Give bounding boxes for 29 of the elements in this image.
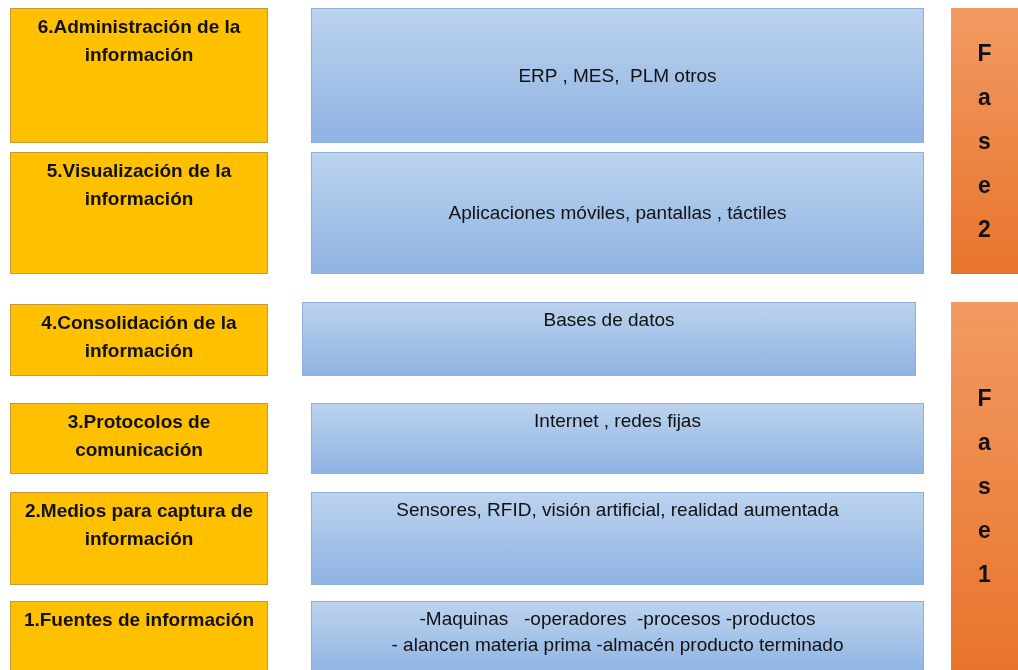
technology-box [302,302,916,376]
level-box [10,8,268,143]
technology-text: ERP , MES, PLM otros [518,63,717,88]
level-title: 3.Protocolos de comunicación [66,410,212,462]
level-title: 6.Administración de la información [36,15,242,67]
phase-label: Fase 1 [976,384,993,589]
level-box [10,492,268,585]
technology-box [311,601,924,670]
phase-bar [951,302,1018,670]
technology-box [311,492,924,585]
technology-text: Internet , redes fijas [534,409,701,433]
level-box [10,601,268,670]
technology-text: Aplicaciones móviles, pantallas , táctiles [448,201,787,225]
technology-box [311,8,924,143]
technology-text: Sensores, RFID, visión artificial, realidad aumentada [396,498,839,522]
level-title: 4.Consolidación de la información [40,311,238,363]
technology-box [311,152,924,274]
level-box [10,152,268,274]
phase-bar [951,8,1018,274]
phase-label: Fase 2 [976,39,993,244]
technology-box [311,403,924,474]
level-title: 5.Visualización de la información [45,159,233,211]
technology-text: - alancen materia prima -almacén producto terminado [391,633,844,657]
technology-text: Bases de datos [543,308,675,332]
level-box [10,403,268,474]
level-title: 2.Medios para captura de información [23,499,255,551]
level-box [10,304,268,376]
technology-text: -Maquinas -operadores -procesos -productos [419,607,816,631]
level-title: 1.Fuentes de información [23,608,255,632]
